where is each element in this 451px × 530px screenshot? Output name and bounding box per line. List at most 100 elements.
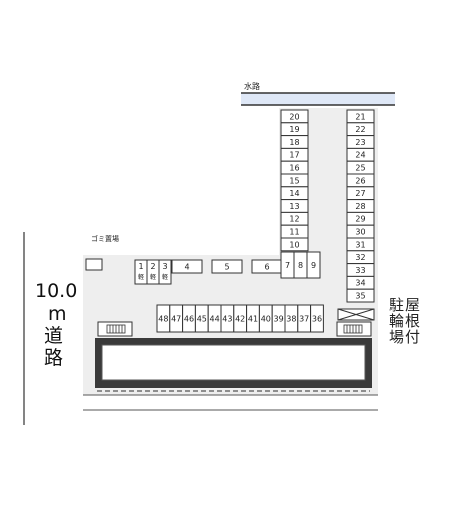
parking-space-number: 2	[150, 262, 155, 271]
parking-space: 14	[280, 186, 309, 201]
bike-parking-label-3: 場	[389, 328, 404, 346]
parking-space: 31	[346, 237, 375, 252]
parking-space-number: 29	[355, 215, 365, 224]
roof-label-1: 屋	[405, 296, 420, 314]
garbage-label: ゴミ置場	[91, 234, 119, 243]
road-unit: m	[48, 303, 67, 325]
parking-space-number: 44	[210, 314, 220, 323]
garbage-area	[85, 258, 103, 271]
parking-space: 4	[171, 259, 203, 274]
parking-space-number: 28	[355, 202, 365, 211]
waterway-label: 水路	[244, 81, 260, 91]
parking-space: 13	[280, 199, 309, 213]
parking-space-number: 5	[224, 262, 229, 271]
parking-space-number: 35	[355, 291, 365, 300]
parking-space: 25	[346, 160, 375, 175]
parking-space: 21	[346, 109, 375, 124]
compact-car-mark: 軽	[162, 273, 168, 281]
parking-space-number: 30	[355, 227, 365, 236]
building-inner	[101, 344, 366, 381]
waterway	[241, 93, 395, 105]
parking-space-number: 1	[138, 262, 143, 271]
parking-spaces: 2019181716151413121110212223242526272829…	[134, 109, 375, 333]
road-char-2: 路	[44, 347, 63, 369]
parking-space-number: 4	[184, 262, 189, 271]
parking-space: 9	[306, 251, 321, 279]
parking-space: 36	[310, 304, 324, 333]
compact-parking-space: 1軽	[134, 259, 148, 285]
road-char-1: 道	[44, 325, 63, 347]
parking-space-number: 20	[289, 112, 299, 121]
parking-space-number: 26	[355, 176, 365, 185]
parking-space-number: 47	[171, 314, 181, 323]
parking-space: 26	[346, 173, 375, 188]
compact-car-mark: 軽	[138, 273, 144, 281]
parking-space: 10	[280, 237, 309, 252]
parking-space-number: 7	[285, 261, 290, 270]
parking-space: 45	[194, 304, 209, 333]
parking-space-number: 16	[289, 163, 299, 172]
parking-space-number: 14	[289, 189, 299, 198]
parking-space-number: 21	[355, 112, 365, 121]
parking-space-number: 19	[289, 125, 299, 134]
compact-car-mark: 軽	[150, 273, 156, 281]
compact-parking-space: 3軽	[158, 259, 172, 285]
parking-space-number: 31	[355, 240, 365, 249]
parking-space: 28	[346, 199, 375, 213]
parking-space: 41	[246, 304, 260, 333]
parking-space: 5	[211, 259, 243, 274]
parking-space-number: 46	[184, 314, 194, 323]
parking-space: 7	[280, 251, 295, 279]
parking-space-number: 22	[355, 125, 365, 134]
parking-space-number: 3	[162, 262, 167, 271]
parking-space: 38	[284, 304, 299, 333]
parking-space: 12	[280, 211, 309, 226]
parking-space-number: 32	[355, 253, 365, 262]
parking-space-number: 37	[299, 314, 309, 323]
parking-space: 39	[271, 304, 286, 333]
parking-space: 27	[346, 186, 375, 201]
parking-space: 34	[346, 275, 375, 290]
parking-space-number: 42	[235, 314, 245, 323]
parking-space-number: 48	[158, 314, 168, 323]
parking-space: 48	[156, 304, 171, 333]
parking-space-number: 33	[355, 266, 365, 275]
parking-space: 33	[346, 263, 375, 277]
parking-space-number: 15	[289, 176, 299, 185]
parking-space: 46	[182, 304, 196, 333]
parking-space: 20	[280, 109, 309, 124]
parking-space-number: 43	[222, 314, 232, 323]
parking-space: 32	[346, 250, 375, 265]
parking-space-number: 27	[355, 189, 365, 198]
roof-label-2: 根	[405, 312, 420, 330]
compact-parking-space: 2軽	[146, 259, 160, 285]
bike-parking-label-1: 駐	[389, 296, 404, 314]
parking-space: 19	[280, 122, 309, 137]
parking-space: 23	[346, 135, 375, 149]
parking-space: 8	[293, 251, 308, 279]
parking-space-number: 41	[248, 314, 258, 323]
parking-space-number: 8	[298, 261, 303, 270]
parking-space-number: 45	[197, 314, 207, 323]
parking-space-number: 6	[264, 262, 269, 271]
parking-space: 24	[346, 147, 375, 162]
parking-space: 15	[280, 173, 309, 188]
parking-space: 40	[258, 304, 273, 333]
parking-space: 22	[346, 122, 375, 137]
parking-space-number: 12	[289, 215, 299, 224]
parking-space: 6	[251, 259, 283, 274]
parking-space: 43	[220, 304, 235, 333]
bike-parking-icon	[337, 308, 375, 321]
parking-space: 18	[280, 135, 309, 149]
parking-space-number: 25	[355, 163, 365, 172]
parking-space-number: 11	[289, 227, 299, 236]
parking-space: 44	[207, 304, 222, 333]
parking-space-number: 34	[355, 279, 365, 288]
parking-space-number: 10	[289, 240, 299, 249]
entrance-right-grille	[343, 324, 363, 334]
parking-space: 30	[346, 224, 375, 239]
parking-space-number: 24	[355, 151, 365, 160]
parking-space: 42	[233, 304, 248, 333]
entrance-left-grille	[106, 324, 126, 334]
